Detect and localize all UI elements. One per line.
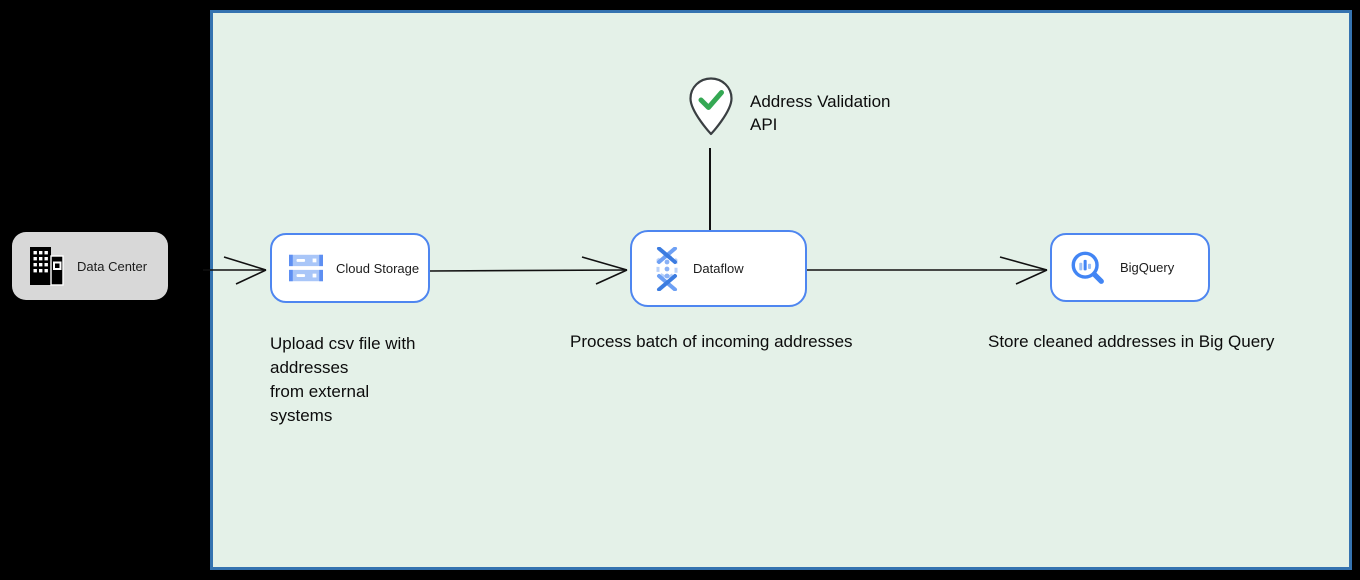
caption-dataflow: Process batch of incoming addresses [570, 332, 853, 351]
caption-bigquery: Store cleaned addresses in Big Query [988, 332, 1275, 351]
node-label: Dataflow [693, 261, 744, 276]
building-icon [30, 247, 64, 286]
map-pin-check-icon[interactable] [688, 77, 734, 137]
node-data-center[interactable]: Data Center [12, 232, 168, 300]
dataflow-icon [656, 246, 678, 291]
node-dataflow[interactable]: Dataflow [630, 230, 807, 307]
annotation-address-validation-api: Address Validation API [750, 92, 891, 134]
node-cloud-storage[interactable]: Cloud Storage [270, 233, 430, 303]
bigquery-icon [1071, 251, 1104, 284]
node-label: Data Center [77, 258, 148, 274]
cloud-storage-icon [289, 254, 323, 282]
node-bigquery[interactable]: BigQuery [1050, 233, 1210, 302]
node-label: Cloud Storage [336, 260, 420, 276]
caption-cloud-storage: Upload csv file with addresses from exte… [270, 334, 416, 425]
node-label: BigQuery [1120, 260, 1175, 275]
